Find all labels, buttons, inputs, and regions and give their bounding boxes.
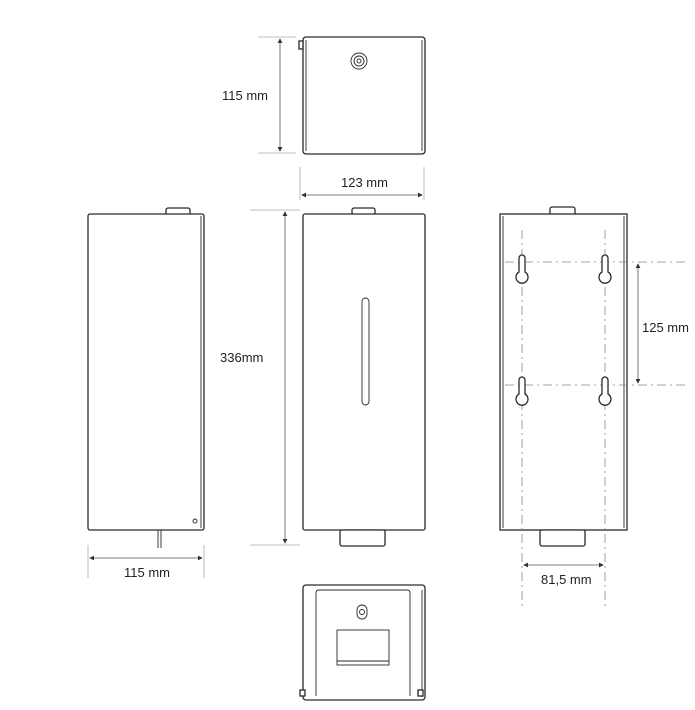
keyhole-icon xyxy=(515,254,612,406)
hole-vertical-spacing-label: 125 mm xyxy=(642,320,689,335)
top-view: 115 mm 123 mm xyxy=(222,36,426,200)
height-label: 336mm xyxy=(220,350,263,365)
top-depth-label: 115 mm xyxy=(222,88,268,103)
lock-icon xyxy=(350,52,368,70)
back-view: 125 mm 81,5 mm xyxy=(499,206,689,610)
hole-horizontal-spacing-label: 81,5 mm xyxy=(541,572,592,587)
front-view: 336mm xyxy=(220,207,426,547)
lock-icon xyxy=(356,604,368,620)
side-depth-label: 115 mm xyxy=(124,565,170,580)
side-view: 115 mm xyxy=(87,207,205,580)
bottom-view xyxy=(299,584,426,701)
width-label: 123 mm xyxy=(341,175,388,190)
